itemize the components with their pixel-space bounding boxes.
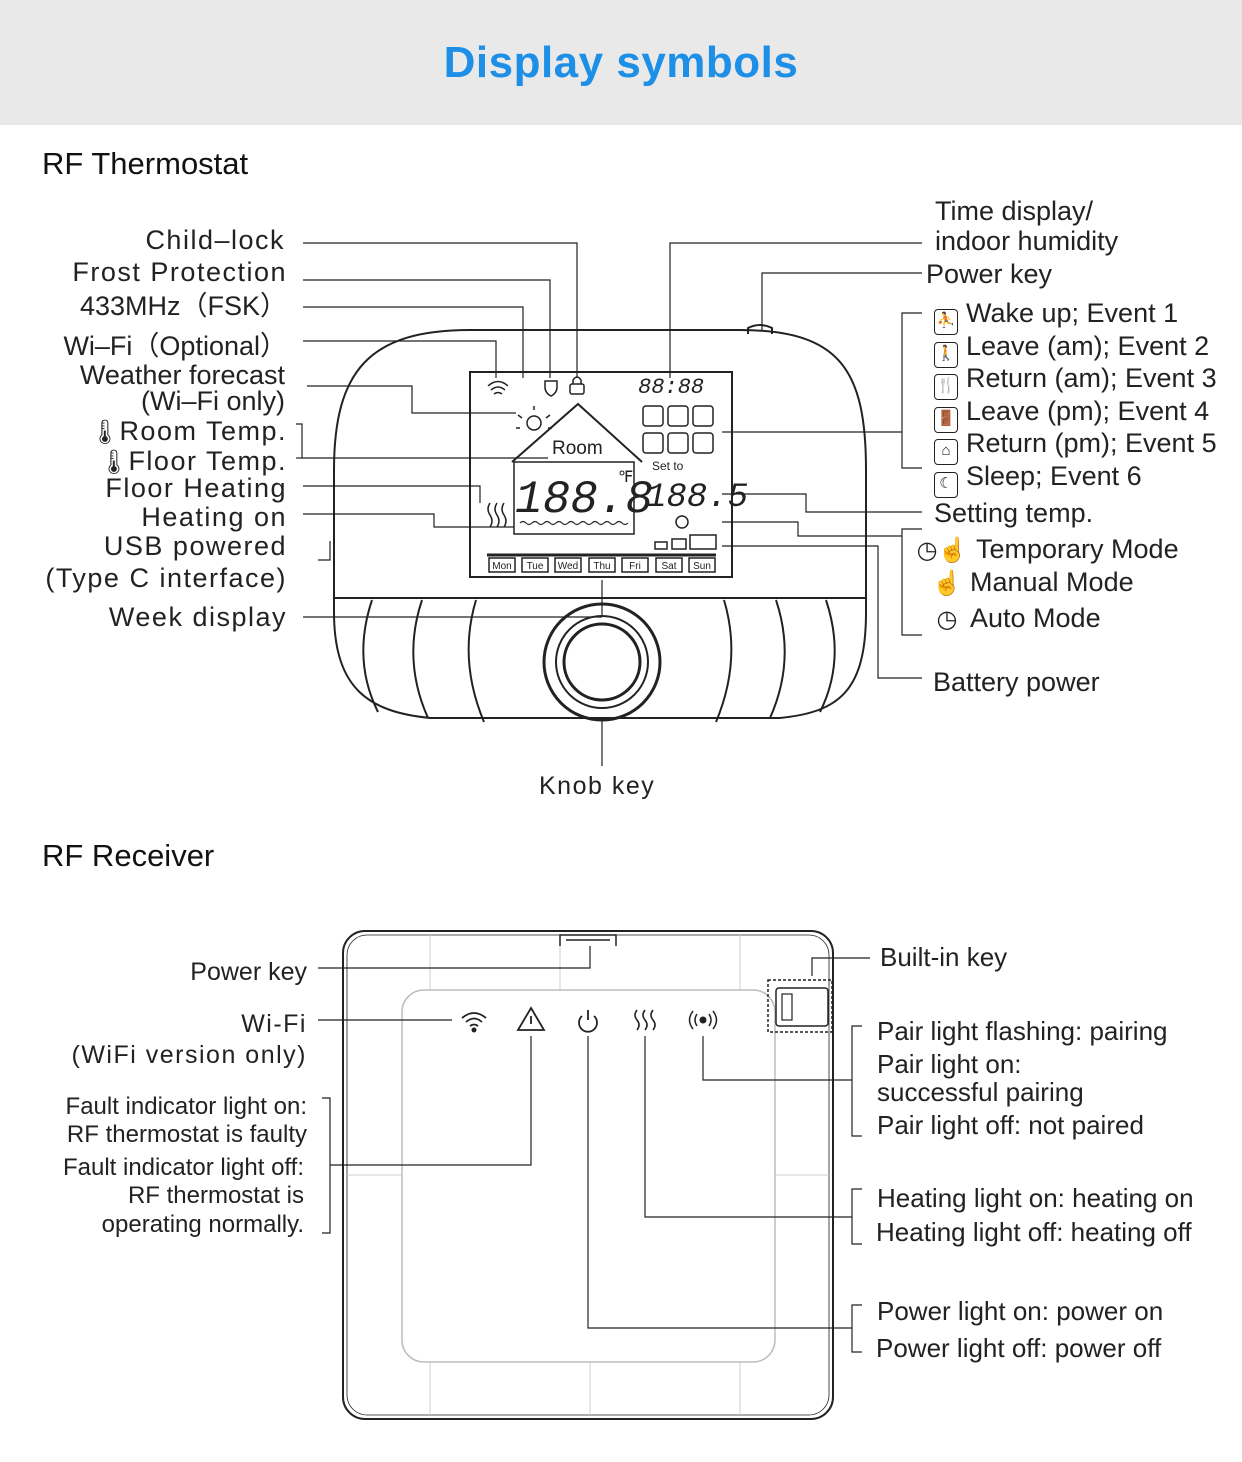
label-room-temp: 🌡Room Temp. bbox=[89, 416, 287, 446]
lcd-day-5: Sat bbox=[661, 561, 676, 572]
label-child-lock: Child–lock bbox=[145, 225, 285, 255]
lcd-clock-digits: 88:88 bbox=[638, 375, 704, 400]
label-floor-temp: 🌡Floor Temp. bbox=[98, 446, 287, 476]
label-weather-forecast: Weather forecast bbox=[79, 360, 285, 390]
label-receiver-wifi: Wi-Fi bbox=[241, 1010, 307, 1038]
label-setting-temp: Setting temp. bbox=[934, 498, 1094, 528]
lcd-main-digits: 188.8 bbox=[515, 474, 653, 526]
thermostat-power-key bbox=[747, 324, 773, 334]
label-fault-faulty: RF thermostat is faulty bbox=[66, 1121, 307, 1148]
leave-am-icon: 🚶 bbox=[934, 342, 958, 368]
leave-pm-icon: 🚪 bbox=[934, 407, 958, 433]
lcd-room-label: Room bbox=[552, 438, 603, 459]
lcd-set-to-label: Set to bbox=[652, 459, 684, 473]
lcd-frame bbox=[469, 371, 733, 578]
lcd-day-4: Fri bbox=[629, 561, 641, 572]
label-event-5: ⌂Return (pm); Event 5 bbox=[934, 428, 1217, 465]
lcd-set-digits: 188.5 bbox=[646, 479, 748, 517]
section-title-receiver: RF Receiver bbox=[42, 838, 215, 873]
label-usb-powered: USB powered bbox=[103, 531, 287, 561]
lcd-day-3: Thu bbox=[593, 561, 610, 572]
label-fault-normal: operating normally. bbox=[101, 1211, 304, 1238]
label-event-2: 🚶Leave (am); Event 2 bbox=[934, 331, 1209, 368]
lcd-unit-f: ℉ bbox=[618, 469, 633, 486]
label-builtin-key: Built-in key bbox=[880, 942, 1008, 972]
lcd-day-2: Wed bbox=[558, 561, 578, 572]
label-433mhz: 433MHz（FSK） bbox=[79, 291, 287, 321]
label-fault-thermostat-is: RF thermostat is bbox=[127, 1182, 304, 1209]
label-power-key: Power key bbox=[926, 259, 1053, 289]
hand-icon: ☝ bbox=[932, 570, 962, 597]
label-frost-protection: Frost Protection bbox=[72, 257, 287, 287]
thermostat-body bbox=[333, 329, 867, 719]
label-heating-light-on: Heating light on: heating on bbox=[877, 1183, 1194, 1213]
label-power-light-off: Power light off: power off bbox=[876, 1333, 1162, 1363]
label-knob-key: Knob key bbox=[539, 772, 656, 800]
label-week-display: Week display bbox=[108, 602, 287, 632]
floor-thermometer-icon: 🌡 bbox=[98, 449, 131, 476]
label-receiver-power-key: Power key bbox=[190, 958, 307, 986]
label-fault-on: Fault indicator light on: bbox=[65, 1093, 307, 1120]
label-floor-heating: Floor Heating bbox=[105, 473, 287, 503]
label-indoor-humidity: indoor humidity bbox=[935, 226, 1119, 256]
sleep-icon: ☾ bbox=[934, 472, 958, 498]
label-event-1: ⛹Wake up; Event 1 bbox=[934, 298, 1178, 335]
label-pair-off: Pair light off: not paired bbox=[877, 1110, 1144, 1140]
label-auto-mode: ◷Auto Mode bbox=[930, 603, 1101, 635]
knob-outer bbox=[542, 602, 662, 722]
clock-hand-icon: ◷☝ bbox=[916, 537, 968, 564]
section-title-thermostat: RF Thermostat bbox=[42, 146, 249, 181]
lcd-day-1: Tue bbox=[527, 561, 544, 572]
lcd-day-0: Mon bbox=[492, 561, 511, 572]
label-heating-light-off: Heating light off: heating off bbox=[876, 1217, 1192, 1247]
label-type-c: (Type C interface) bbox=[45, 563, 287, 593]
thermometer-icon: 🌡 bbox=[89, 419, 122, 446]
header-banner: Display symbols bbox=[0, 0, 1242, 125]
label-pair-success: successful pairing bbox=[877, 1077, 1084, 1107]
label-wifi-optional: Wi–Fi（Optional） bbox=[63, 331, 287, 361]
label-power-light-on: Power light on: power on bbox=[877, 1296, 1164, 1326]
clock-icon: ◷ bbox=[936, 606, 958, 633]
label-event-3: 🍴Return (am); Event 3 bbox=[934, 363, 1217, 400]
label-weather-wifi-only: (Wi–Fi only) bbox=[140, 386, 285, 416]
label-receiver-wifi-version: (WiFi version only) bbox=[71, 1041, 307, 1069]
label-event-6: ☾Sleep; Event 6 bbox=[934, 461, 1142, 498]
label-heating-on: Heating on bbox=[141, 502, 287, 532]
label-pair-flashing: Pair light flashing: pairing bbox=[877, 1016, 1168, 1046]
label-temporary-mode: ◷☝Temporary Mode bbox=[914, 534, 1179, 566]
lcd-week-days: Mon Tue Wed Thu Fri Sat Sun bbox=[492, 561, 711, 572]
page-title: Display symbols bbox=[443, 38, 799, 87]
label-time-display: Time display/ bbox=[935, 196, 1094, 226]
label-battery-power: Battery power bbox=[933, 667, 1100, 697]
return-am-icon: 🍴 bbox=[934, 374, 958, 400]
label-manual-mode: ☝Manual Mode bbox=[930, 567, 1134, 599]
lcd-day-6: Sun bbox=[693, 561, 711, 572]
wake-up-icon: ⛹ bbox=[934, 309, 958, 335]
return-pm-icon: ⌂ bbox=[934, 439, 958, 465]
label-pair-on: Pair light on: bbox=[877, 1049, 1022, 1079]
label-fault-off: Fault indicator light off: bbox=[62, 1154, 304, 1181]
label-event-4: 🚪Leave (pm); Event 4 bbox=[934, 396, 1209, 433]
receiver-body bbox=[342, 930, 834, 1420]
